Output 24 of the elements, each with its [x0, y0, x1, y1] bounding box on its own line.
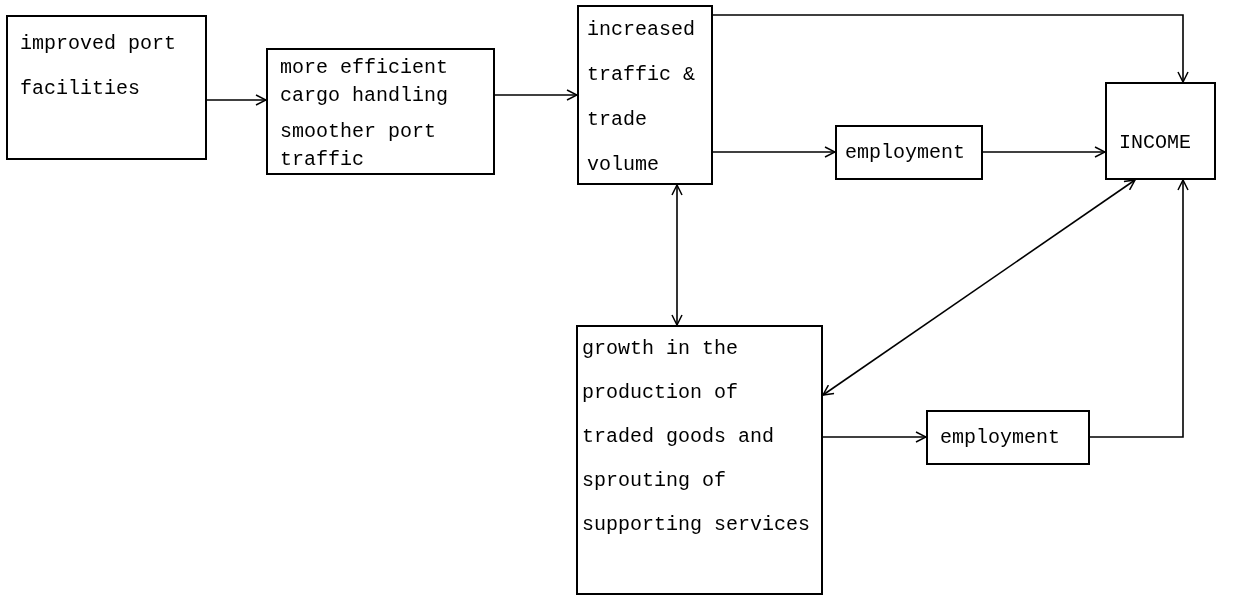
process-box: [6, 15, 207, 160]
arrow: [712, 14, 1189, 83]
process-box: [577, 5, 713, 185]
arrow: [1089, 179, 1189, 438]
box-text: more efficient cargo handling: [280, 55, 450, 109]
box-text: improved port facilities: [20, 31, 178, 102]
process-box: [926, 410, 1090, 465]
arrow: [206, 94, 267, 106]
box-text: increased traffic & trade volume: [587, 17, 697, 178]
process-box: [1105, 82, 1216, 180]
process-box: [266, 48, 495, 175]
arrow: [982, 146, 1106, 158]
box-text: INCOME: [1119, 130, 1192, 156]
box-text: employment: [845, 139, 967, 166]
box-text: smoother port traffic: [280, 119, 438, 173]
box-text: growth in the production of traded goods and sprouting of supporting services: [582, 336, 812, 538]
process-box: [576, 325, 823, 595]
arrow: [494, 89, 578, 101]
double-arrow: [671, 184, 683, 326]
arrow: [822, 431, 927, 443]
box-text: employment: [940, 424, 1062, 451]
arrow: [712, 146, 836, 158]
double-arrow: [822, 179, 1136, 396]
process-box: [835, 125, 983, 180]
